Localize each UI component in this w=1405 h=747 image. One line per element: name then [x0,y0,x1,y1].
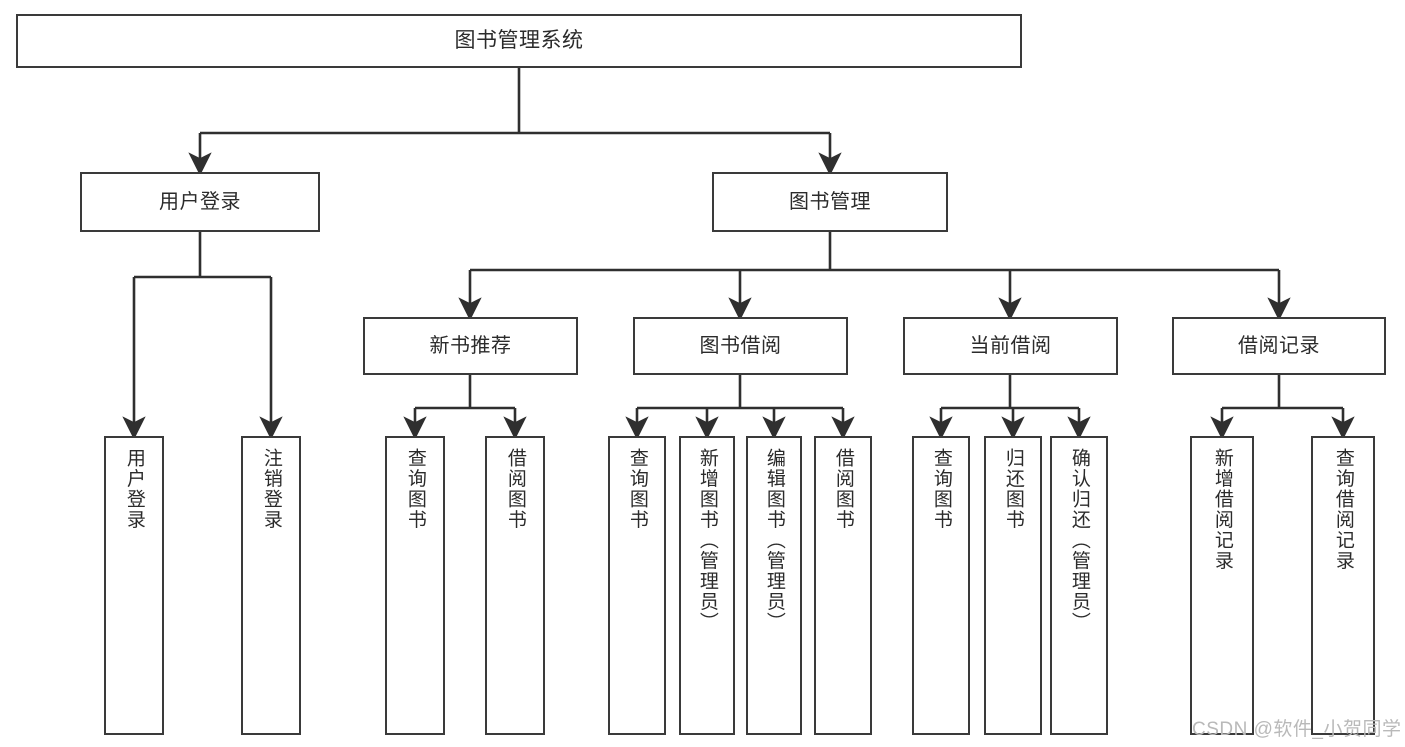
node-book-manage[interactable]: 图书管理 [712,172,948,232]
node-new-book-recommend-label: 新书推荐 [429,335,512,357]
leaf-user-logout[interactable]: 注销登录 [241,436,301,735]
leaf-edit-book-admin-label: 编辑图书（管理员） [763,448,785,633]
node-current-borrow-label: 当前借阅 [969,335,1052,357]
node-new-book-recommend[interactable]: 新书推荐 [363,317,578,375]
leaf-query-book-3-label: 查询图书 [930,448,952,530]
leaf-user-logout-label: 注销登录 [260,448,282,530]
leaf-query-book-3[interactable]: 查询图书 [912,436,970,735]
leaf-borrow-book-1[interactable]: 借阅图书 [485,436,545,735]
leaf-query-book-1[interactable]: 查询图书 [385,436,445,735]
node-book-manage-label: 图书管理 [789,191,871,213]
node-root[interactable]: 图书管理系统 [16,14,1022,68]
leaf-add-book-admin-label: 新增图书（管理员） [696,448,718,633]
leaf-return-book[interactable]: 归还图书 [984,436,1042,735]
node-user-login-label: 用户登录 [159,191,241,213]
leaf-confirm-return-admin[interactable]: 确认归还（管理员） [1050,436,1108,735]
node-borrow-record-label: 借阅记录 [1238,335,1320,357]
csdn-watermark: CSDN @软件_小贺同学 [1192,719,1402,740]
node-root-label: 图书管理系统 [454,29,584,53]
node-current-borrow[interactable]: 当前借阅 [903,317,1118,375]
leaf-edit-book-admin[interactable]: 编辑图书（管理员） [746,436,802,735]
leaf-query-book-2[interactable]: 查询图书 [608,436,666,735]
leaf-borrow-book-1-label: 借阅图书 [504,448,526,530]
leaf-query-borrow-record[interactable]: 查询借阅记录 [1311,436,1375,735]
leaf-add-borrow-record-label: 新增借阅记录 [1211,448,1233,571]
node-borrow-record[interactable]: 借阅记录 [1172,317,1386,375]
leaf-user-login[interactable]: 用户登录 [104,436,164,735]
leaf-return-book-label: 归还图书 [1002,448,1024,530]
node-book-borrow-label: 图书借阅 [699,335,782,357]
leaf-user-login-label: 用户登录 [123,448,145,530]
leaf-query-book-1-label: 查询图书 [404,448,426,530]
leaf-add-borrow-record[interactable]: 新增借阅记录 [1190,436,1254,735]
leaf-query-borrow-record-label: 查询借阅记录 [1332,448,1354,571]
leaf-borrow-book-2[interactable]: 借阅图书 [814,436,872,735]
node-book-borrow[interactable]: 图书借阅 [633,317,848,375]
leaf-query-book-2-label: 查询图书 [626,448,648,530]
leaf-add-book-admin[interactable]: 新增图书（管理员） [679,436,735,735]
leaf-confirm-return-admin-label: 确认归还（管理员） [1068,448,1090,633]
leaf-borrow-book-2-label: 借阅图书 [832,448,854,530]
node-user-login[interactable]: 用户登录 [80,172,320,232]
